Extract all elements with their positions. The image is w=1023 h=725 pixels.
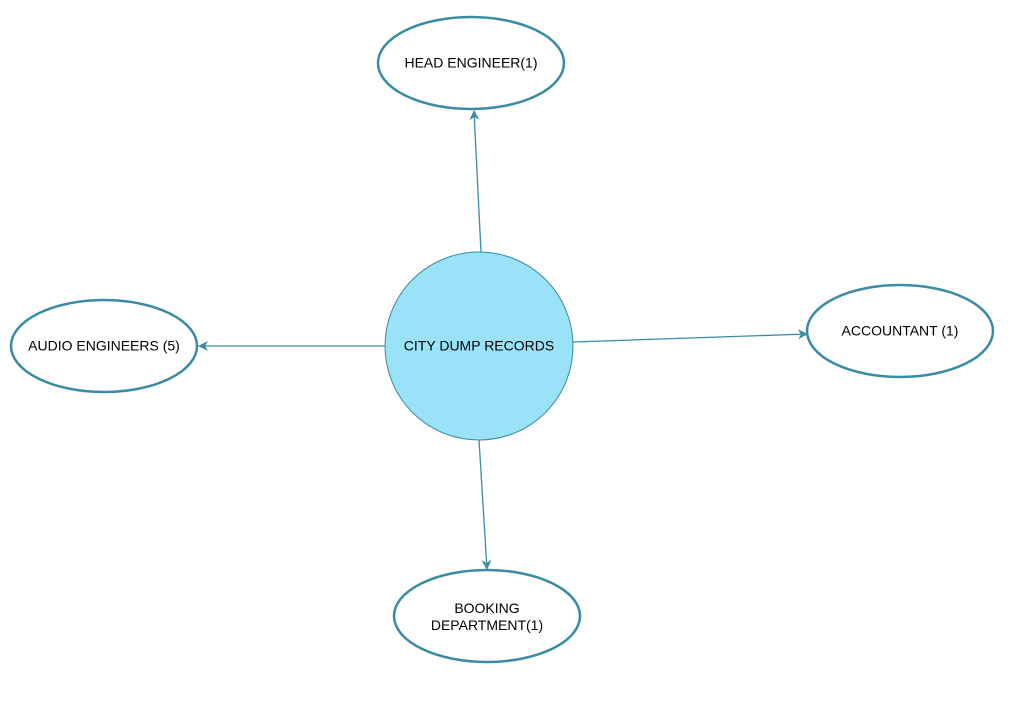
center-label: CITY DUMP RECORDS xyxy=(403,337,555,354)
head-engineer-label: HEAD ENGINEER(1) xyxy=(404,54,538,71)
edge-to-head-engineer xyxy=(469,110,482,253)
booking-label-line1: BOOKING xyxy=(454,600,520,616)
node-head-engineer[interactable] xyxy=(376,15,566,111)
node-audio-engineers[interactable] xyxy=(9,298,199,394)
accountant-label: ACCOUNTANT (1) xyxy=(841,322,959,339)
audio-engineers-label: AUDIO ENGINEERS (5) xyxy=(28,337,180,354)
edge-to-accountant xyxy=(572,329,808,343)
center-node[interactable] xyxy=(384,251,574,441)
node-booking[interactable] xyxy=(392,568,582,664)
node-accountant[interactable] xyxy=(805,283,995,379)
edge-to-booking xyxy=(478,439,492,570)
booking-label-line2: DEPARTMENT(1) xyxy=(430,617,544,633)
booking-label: BOOKING DEPARTMENT(1) xyxy=(431,600,543,634)
